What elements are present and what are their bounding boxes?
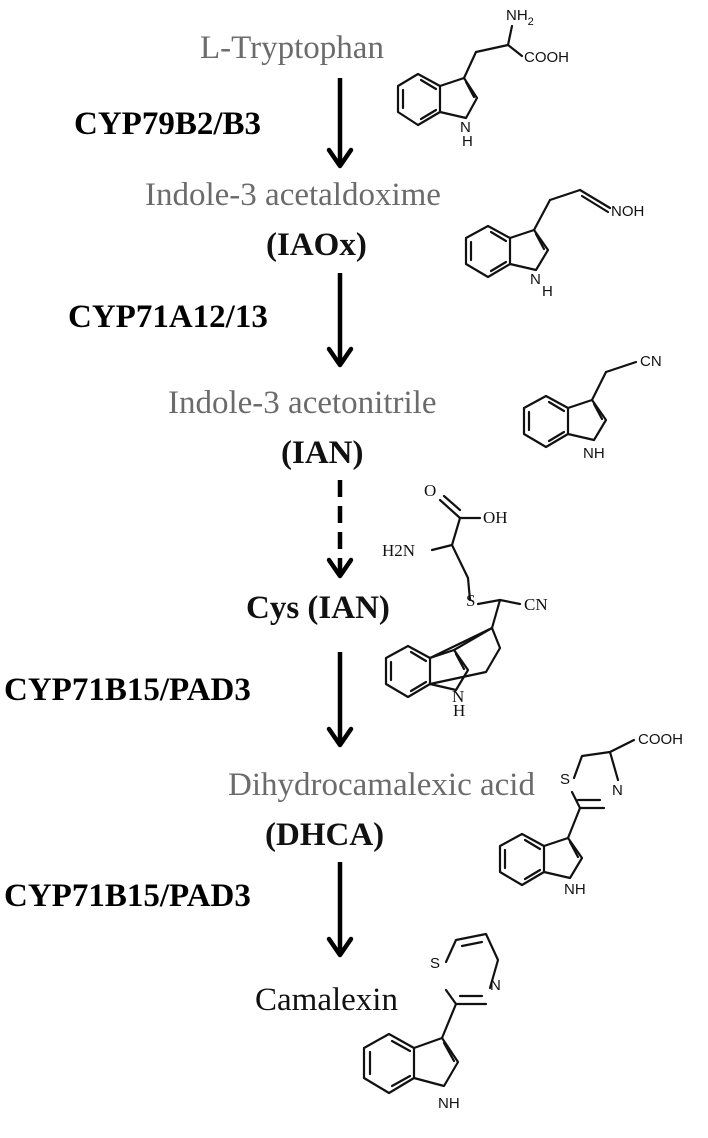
l-tryptophan-label: L-Tryptophan — [200, 30, 384, 66]
tryptophan-cooh-atom: COOH — [524, 49, 569, 66]
cys-s-atom: S — [466, 591, 475, 610]
dhca-structure — [498, 738, 636, 887]
camalexin-n-atom: N — [490, 977, 501, 994]
ian-abbr-label: (IAN) — [281, 435, 363, 471]
camalexin-s-atom: S — [430, 955, 440, 972]
arrow-step1 — [326, 78, 354, 169]
arrow-step5 — [326, 862, 354, 958]
ian-cn-atom: CN — [640, 353, 662, 370]
arrow-step3-dashed — [326, 480, 354, 579]
arrow-step2 — [326, 273, 354, 368]
cys-h2n-atom: H2N — [382, 541, 415, 560]
cys-o-atom: O — [424, 481, 436, 500]
tryptophan-h-atom: H — [462, 133, 473, 150]
ian-structure — [522, 360, 638, 449]
dhca-abbr-label: (DHCA) — [265, 817, 384, 853]
cys-oh-atom: OH — [483, 508, 508, 527]
cys-ian-structure — [384, 494, 522, 699]
iaox-noh-atom: NOH — [611, 203, 644, 220]
tryptophan-nh2-atom: NH2 — [506, 7, 534, 28]
dhca-n-atom: N — [612, 782, 623, 799]
camalexin-structure — [362, 932, 500, 1095]
camalexin-label: Camalexin — [255, 982, 398, 1018]
iaox-structure — [464, 188, 612, 279]
iaox-h-atom: H — [542, 283, 553, 300]
dhca-name-label: Dihydrocamalexic acid — [228, 767, 535, 803]
iaox-abbr-label: (IAOx) — [266, 227, 367, 263]
enzyme-cyp79b2-b3: CYP79B2/B3 — [74, 106, 261, 142]
enzyme-cyp71a12-13: CYP71A12/13 — [68, 299, 268, 335]
ian-nh-atom: NH — [583, 445, 605, 462]
cys-n-atom: N — [452, 687, 464, 706]
camalexin-nh-atom: NH — [438, 1095, 460, 1112]
enzyme-cyp71b15-pad3-second: CYP71B15/PAD3 — [4, 878, 251, 914]
cys-h-atom: H — [453, 701, 465, 720]
cys-cn-atom: CN — [524, 595, 548, 614]
tryptophan-structure-corrected — [396, 24, 524, 127]
tryptophan-n-atom: N — [460, 119, 471, 136]
iaox-name-label: Indole-3 acetaldoxime — [145, 177, 441, 213]
ian-name-label: Indole-3 acetonitrile — [168, 385, 436, 421]
dhca-nh-atom: NH — [564, 881, 586, 898]
cys-ian-label: Cys (IAN) — [246, 590, 390, 626]
arrow-step4 — [326, 652, 354, 748]
dhca-cooh-atom: COOH — [638, 731, 683, 748]
enzyme-cyp71b15-pad3-first: CYP71B15/PAD3 — [4, 672, 251, 708]
dhca-s-atom: S — [560, 771, 570, 788]
iaox-n-atom: N — [530, 271, 541, 288]
